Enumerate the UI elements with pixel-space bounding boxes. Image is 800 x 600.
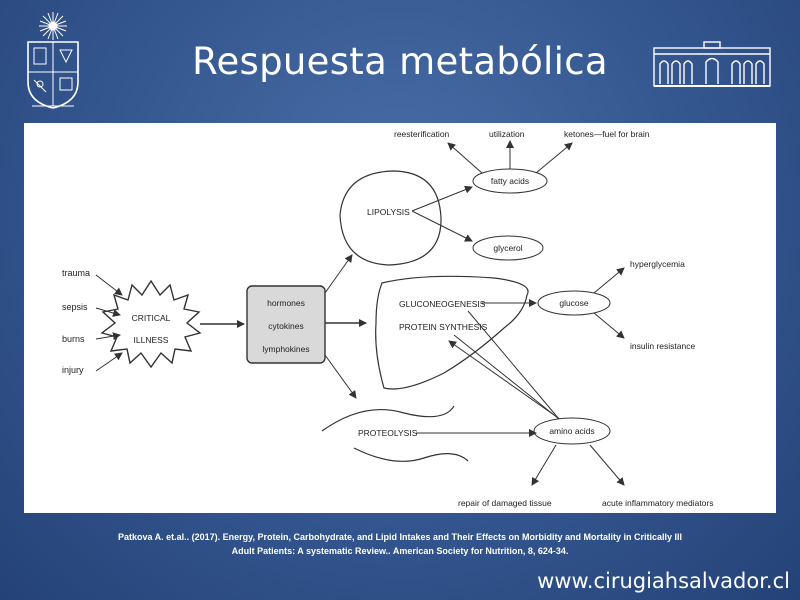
proteolysis-shape: [321, 405, 455, 432]
arrow-to-lipolysis: [324, 254, 353, 294]
cause-injury: injury: [62, 365, 84, 375]
citation: Patkova A. et.al.. (2017). Energy, Prote…: [40, 530, 760, 558]
arrow-trauma: [95, 274, 123, 296]
cause-trauma: trauma: [62, 268, 90, 278]
gluconeogenesis-label: GLUCONEOGENESIS: [399, 299, 486, 309]
arrow-injury: [95, 352, 123, 372]
arrow-amino-to-synthesis: [448, 340, 555, 416]
citation-line-1: Patkova A. et.al.. (2017). Energy, Prote…: [117, 532, 683, 542]
utilization-label: utilization: [489, 129, 525, 139]
arrow-to-fatty-acids: [411, 185, 473, 212]
amino-acids-ellipse: [533, 417, 611, 445]
repair-label: repair of damaged tissue: [458, 498, 552, 508]
hospital-building-logo: [652, 40, 772, 94]
arrow-to-hyperglycemia: [593, 267, 625, 294]
arrow-to-ketones: [535, 142, 573, 174]
cause-sepsis: sepsis: [62, 302, 88, 312]
mediator-lymphokines: lymphokines: [262, 344, 309, 354]
arrow-to-glycerol: [411, 210, 473, 242]
ketones-label: ketones—fuel for brain: [564, 129, 650, 139]
liver-shape: [375, 275, 529, 390]
fatty-acids-label: fatty acids: [491, 176, 529, 186]
glycerol-ellipse: [472, 235, 544, 261]
insulin-resistance-label: insulin resistance: [630, 341, 695, 351]
mediator-hormones: hormones: [267, 298, 305, 308]
protein-synthesis-label: PROTEIN SYNTHESIS: [399, 322, 488, 332]
arrow-burns: [95, 332, 121, 341]
citation-line-2: Adult Patients: A systematic Review.. Am…: [231, 546, 569, 556]
glucose-ellipse: [537, 290, 611, 316]
glycerol-label: glycerol: [493, 243, 522, 253]
critical-illness-starburst: [100, 279, 202, 369]
hyperglycemia-label: hyperglycemia: [630, 259, 685, 269]
mediator-cytokines: cytokines: [268, 321, 303, 331]
amino-acids-label: amino acids: [549, 426, 594, 436]
arrow-to-proteolysis: [324, 354, 357, 399]
critical-label: CRITICAL: [132, 313, 171, 323]
reesterification-label: reesterification: [394, 129, 450, 139]
inflammatory-label: acute inflammatory mediators: [602, 498, 714, 508]
arrow-to-repair: [531, 444, 557, 486]
line-synthesis-2: [467, 310, 560, 420]
slide-title: Respuesta metabólica: [192, 40, 608, 83]
proteolysis-shape-lower: [353, 447, 469, 462]
university-seal-logo: [22, 10, 84, 114]
arrow-to-inflammatory: [589, 444, 625, 486]
cause-burns: burns: [62, 334, 85, 344]
lipolysis-label: LIPOLYSIS: [367, 207, 410, 217]
proteolysis-label: PROTEOLYSIS: [358, 428, 418, 438]
lipolysis-circle: [339, 170, 442, 266]
illness-label: ILLNESS: [134, 335, 169, 345]
mediators-box: [246, 285, 326, 364]
arrow-to-insulin-resistance: [593, 312, 625, 339]
glucose-label: glucose: [559, 298, 589, 308]
website-url: www.cirugiahsalvador.cl: [537, 569, 790, 593]
diagram-panel: trauma sepsis burns injury CRITICAL ILLN…: [24, 123, 776, 513]
arrow-to-reesterification: [447, 142, 483, 174]
line-synthesis-1: [453, 334, 560, 420]
